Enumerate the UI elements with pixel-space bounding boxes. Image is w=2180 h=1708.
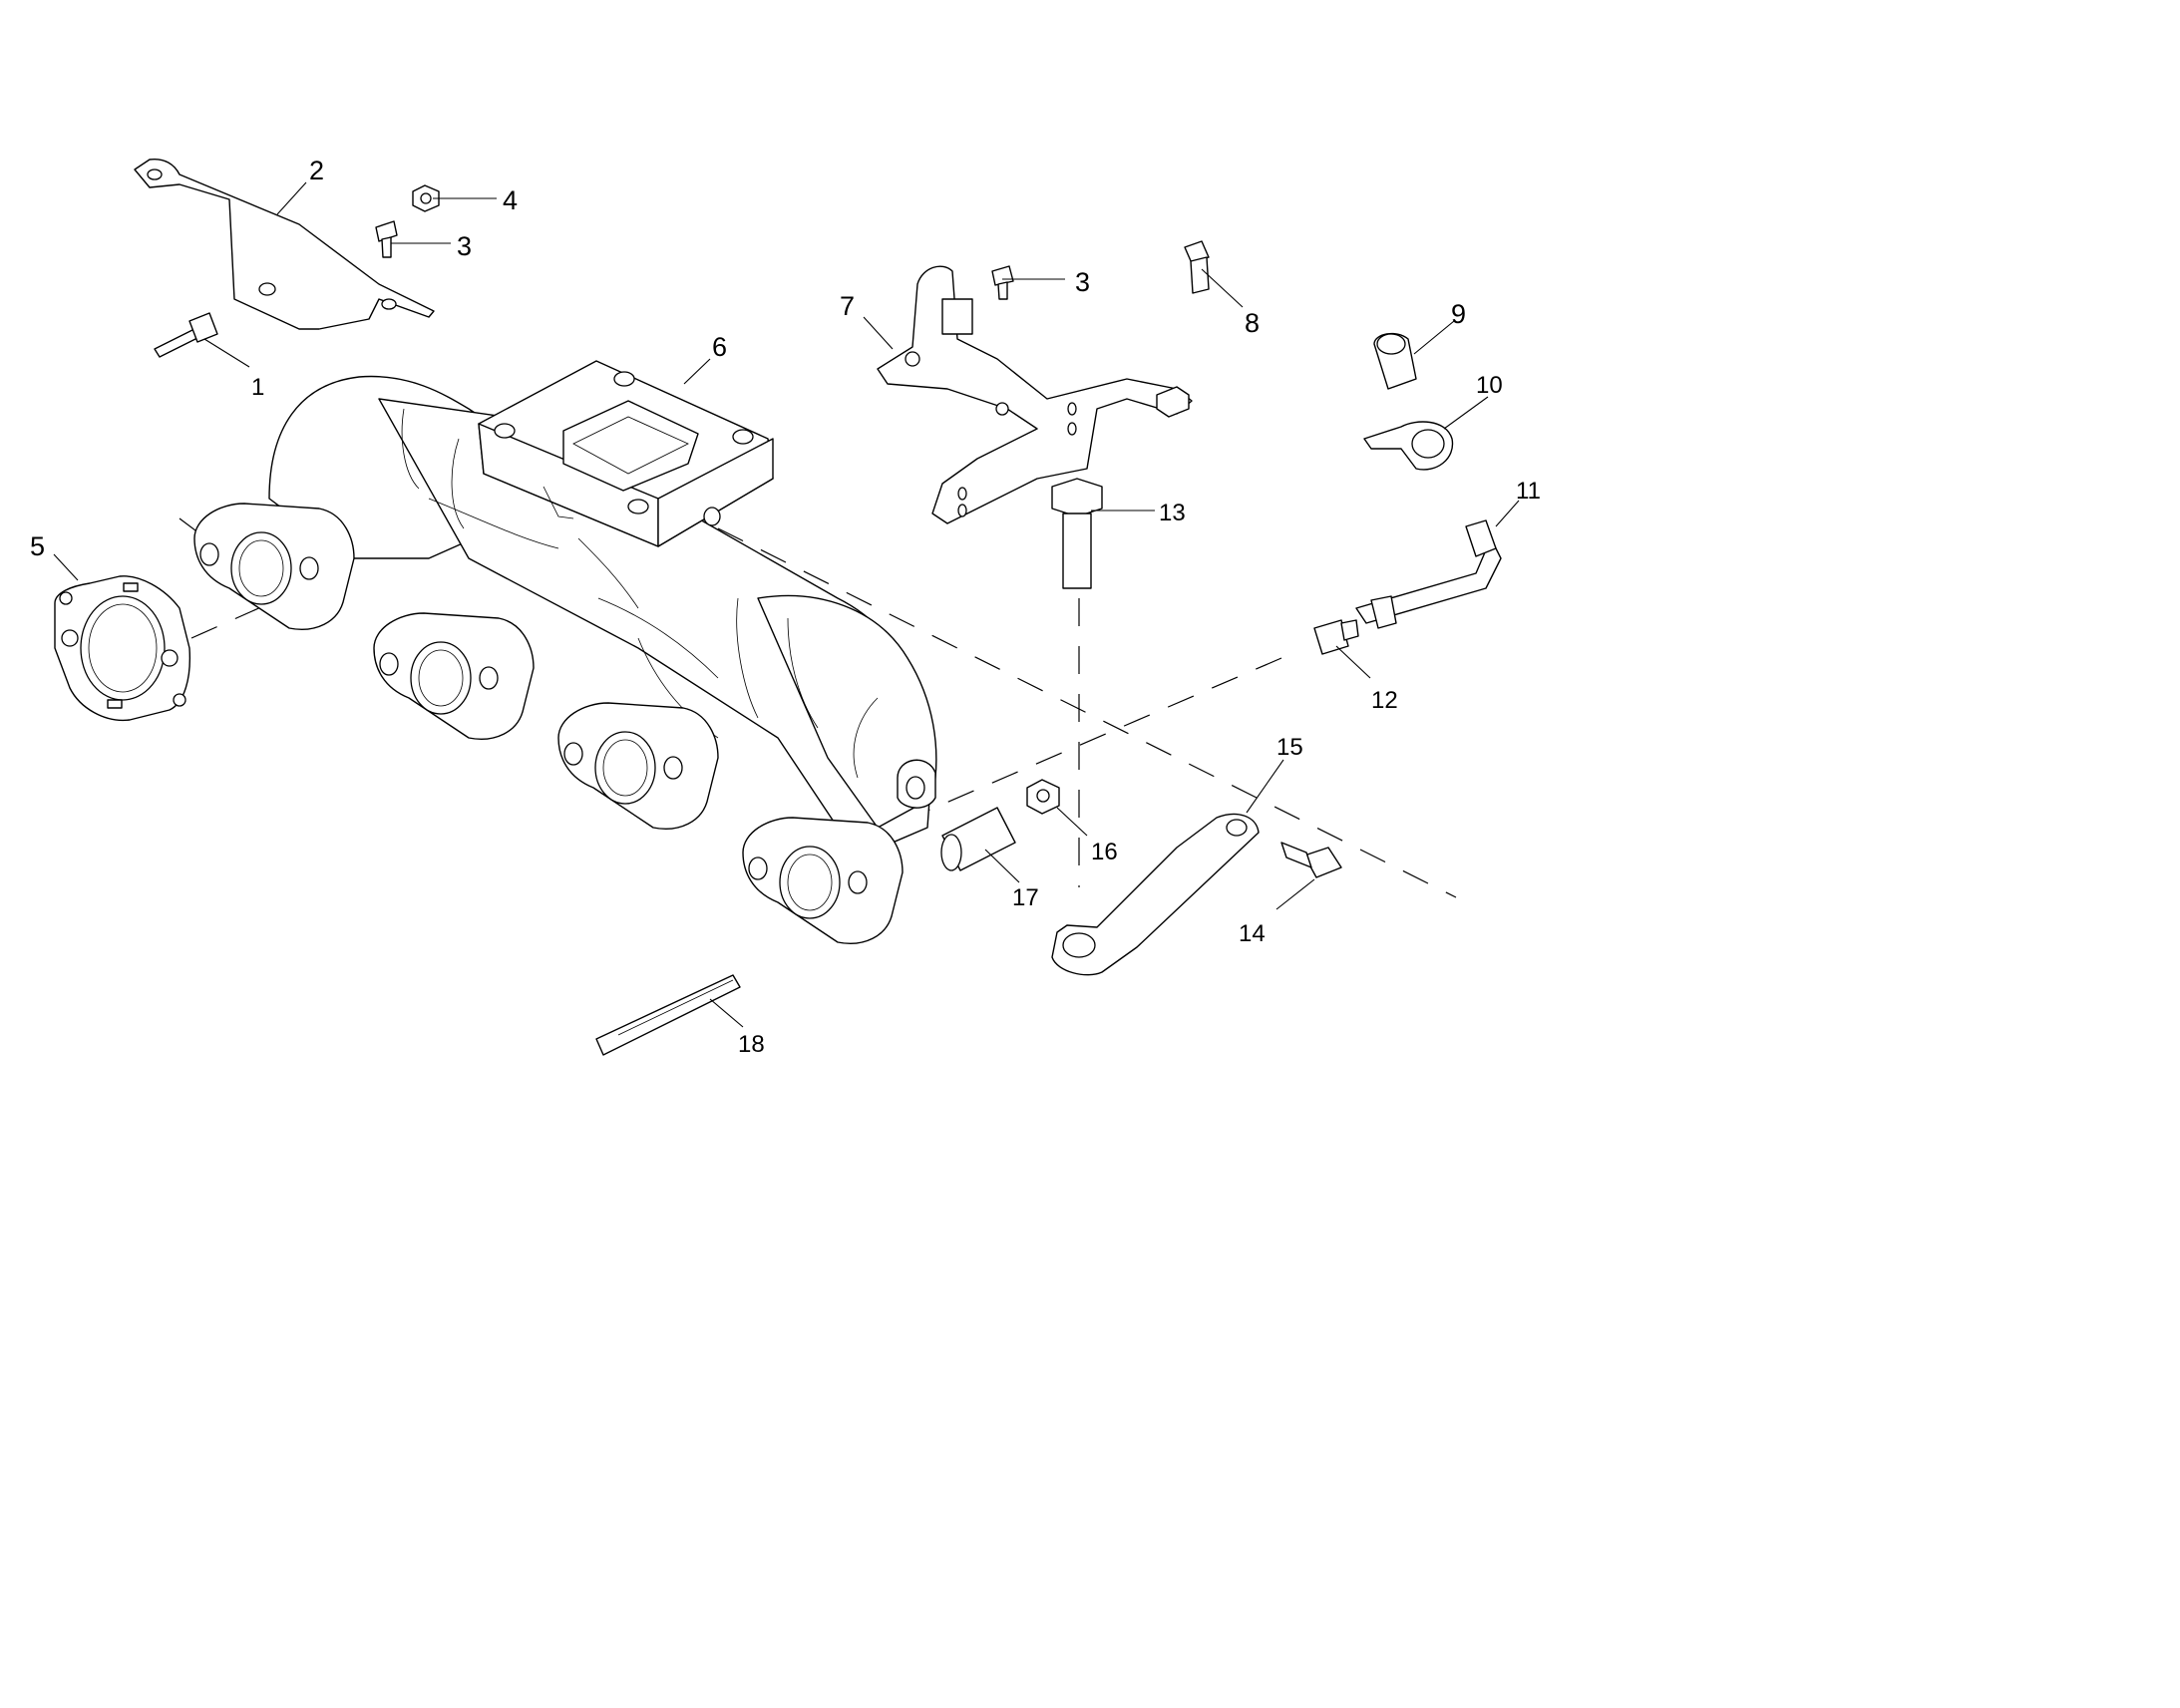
callout-16: 16 [1091, 839, 1118, 865]
heat-shield-bracket [134, 158, 435, 330]
mount-bracket [877, 265, 1193, 524]
spacer-17 [940, 807, 1016, 871]
bolt-3-upper [375, 220, 398, 258]
callout-2: 2 [309, 156, 324, 185]
callout-9: 9 [1451, 299, 1466, 329]
manifold-port-1 [193, 503, 355, 630]
callout-4: 4 [503, 185, 518, 215]
stud-18 [595, 974, 741, 1056]
callout-1: 1 [251, 374, 264, 401]
callout-3-bracket: 3 [1075, 267, 1090, 297]
callout-14: 14 [1239, 920, 1266, 947]
fitting-9 [1373, 332, 1417, 390]
bracket-arm-15 [1051, 813, 1260, 976]
callout-10: 10 [1476, 372, 1503, 399]
bolt-3-bracket [991, 265, 1014, 300]
nut-4 [412, 184, 440, 212]
callout-6: 6 [712, 332, 727, 362]
callout-3-upper: 3 [457, 231, 472, 261]
callout-7: 7 [840, 291, 855, 321]
exhaust-manifold [193, 360, 937, 944]
manifold-port-4 [742, 817, 904, 944]
callout-13: 13 [1159, 500, 1186, 526]
manifold-port-3 [557, 702, 719, 830]
callout-5: 5 [30, 531, 45, 561]
bolt-14 [1280, 842, 1342, 878]
callout-15: 15 [1276, 734, 1303, 761]
leader-lines [53, 181, 1520, 1028]
callout-12: 12 [1371, 687, 1398, 714]
manifold-port-2 [373, 612, 535, 740]
manifold-gasket [54, 575, 191, 722]
callout-11: 11 [1516, 478, 1541, 505]
callout-8: 8 [1245, 308, 1260, 338]
fitting-12 [1313, 619, 1359, 655]
callout-18: 18 [738, 1031, 765, 1058]
bolt-8 [1184, 240, 1210, 294]
exploded-parts-diagram: 1 2 3 4 5 6 7 3 8 9 10 11 12 13 14 15 16… [30, 156, 1541, 1058]
oil-line-11 [1355, 519, 1502, 629]
callout-17: 17 [1012, 884, 1039, 911]
bolt-13 [1051, 478, 1103, 589]
clamp-10 [1363, 421, 1454, 471]
stud-1 [154, 312, 218, 358]
nut-16 [1026, 779, 1060, 815]
callout-labels: 1 2 3 4 5 6 7 3 8 9 10 11 12 13 14 15 16… [30, 156, 1541, 1058]
